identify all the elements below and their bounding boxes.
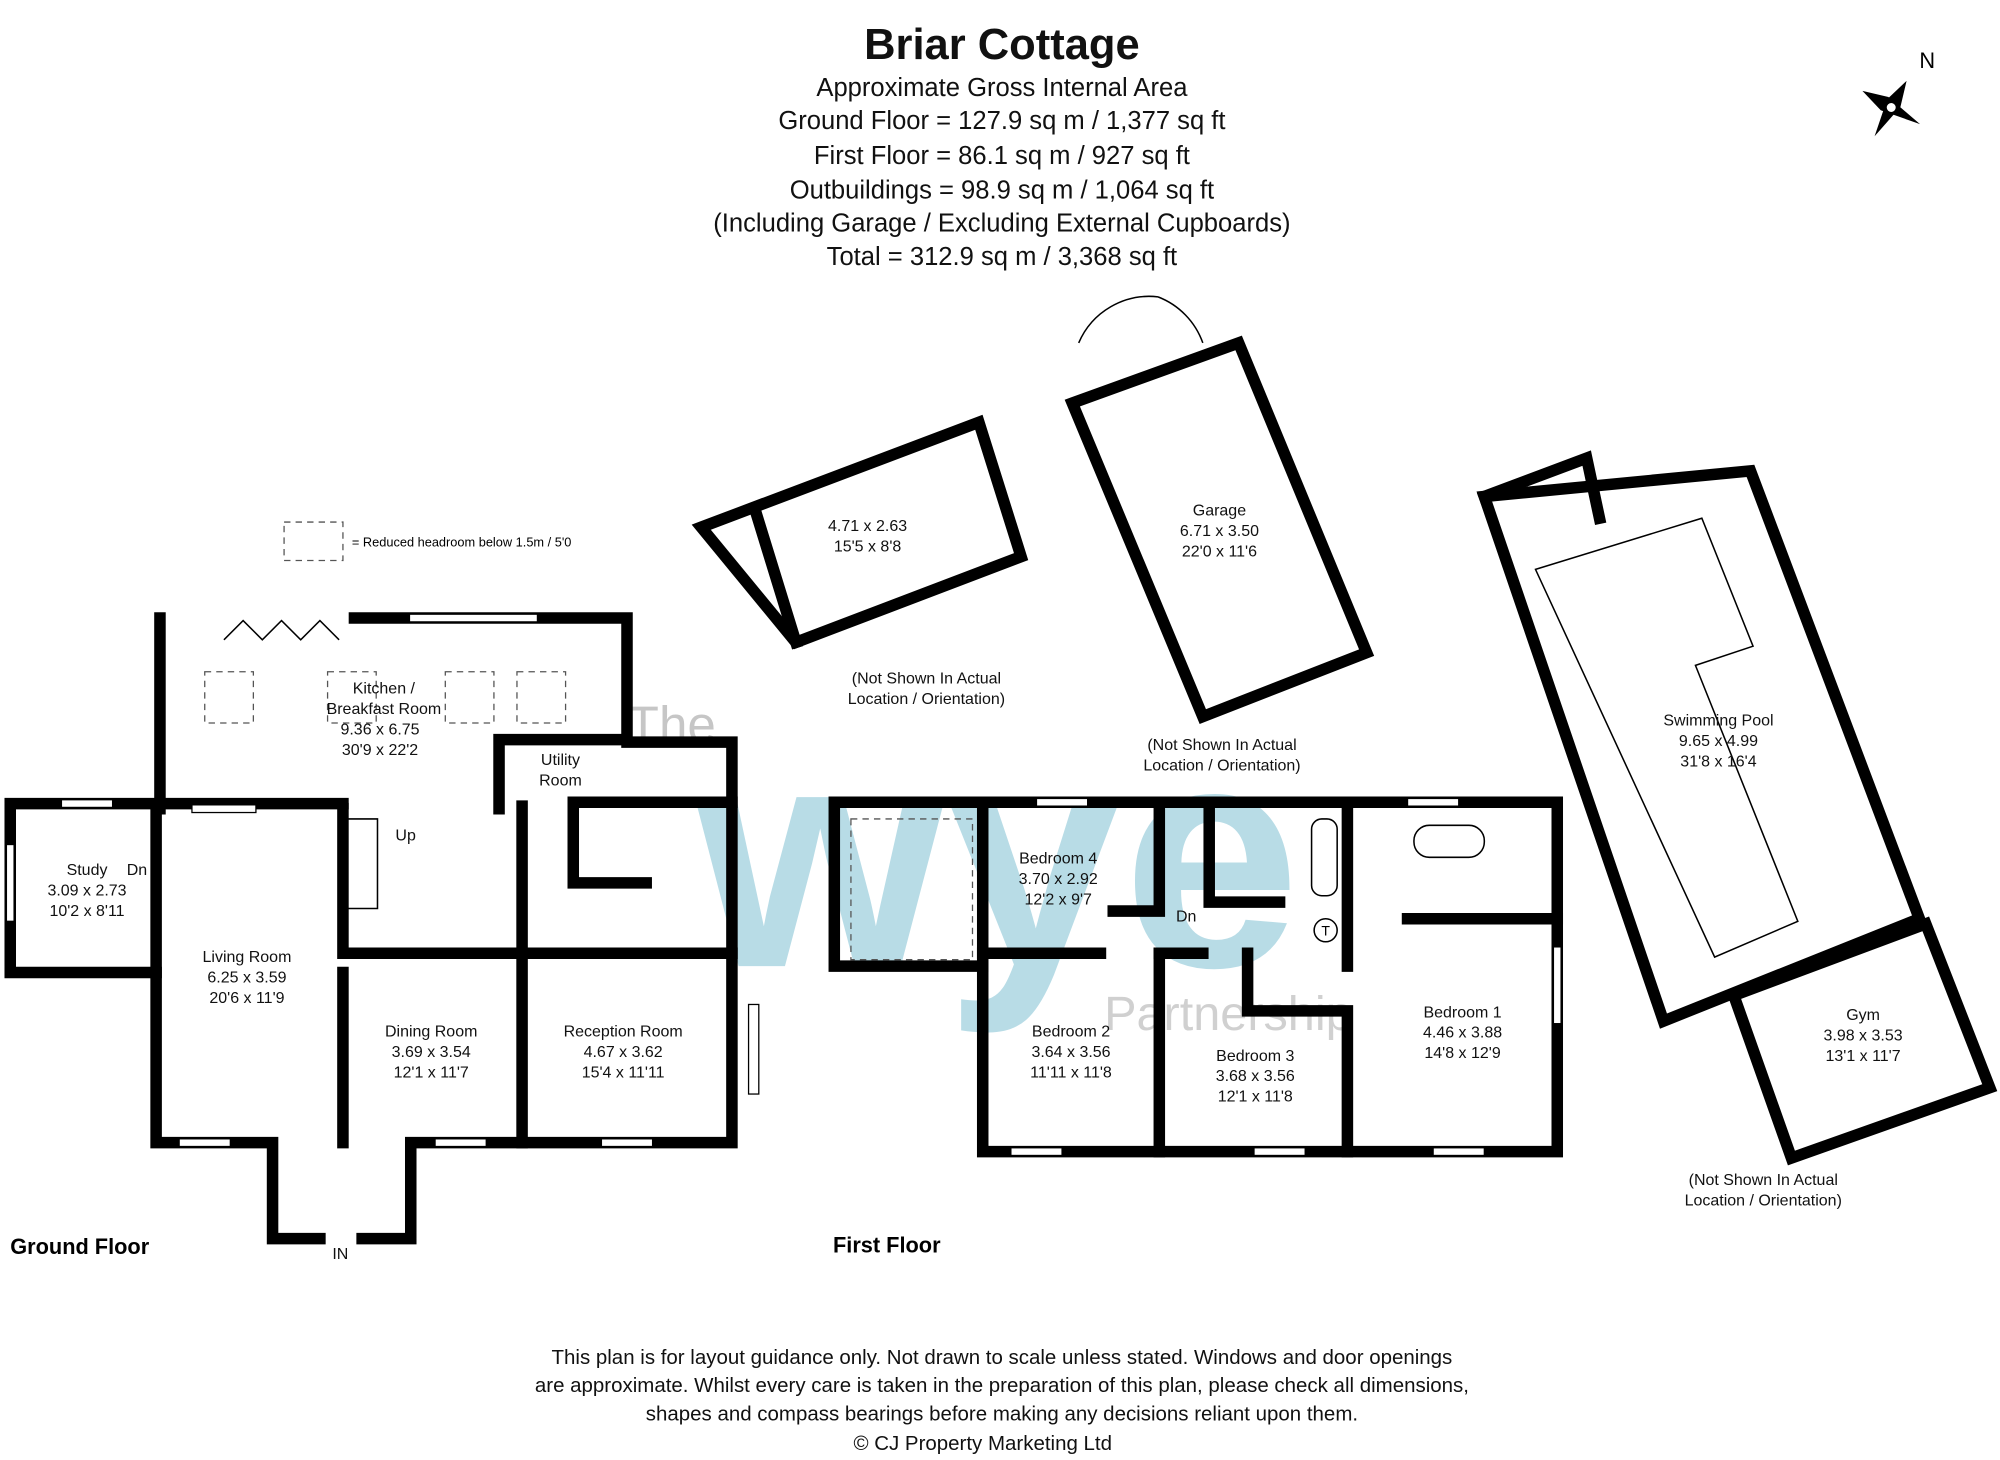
room-bedroom-3: Bedroom 3 3.68 x 3.56 12'1 x 11'8 [1216, 1048, 1295, 1106]
room-study: Study Dn 3.09 x 2.73 10'2 x 8'11 [47, 862, 147, 920]
room-imperial: 20'6 x 11'9 [209, 990, 284, 1007]
room-metric: 3.98 x 3.53 [1824, 1027, 1903, 1044]
location-note: Location / Orientation) [848, 691, 1005, 708]
page-title: Briar Cottage [864, 21, 1140, 69]
room-name: Swimming Pool [1663, 713, 1773, 730]
room-imperial: 11'11 x 11'8 [1030, 1064, 1112, 1081]
outbuilding-garage-label: Garage 6.71 x 3.50 22'0 x 11'6 (Not Show… [1143, 503, 1300, 775]
stairs-down-label: Dn [1176, 908, 1196, 925]
room-bedroom-4: Bedroom 4 3.70 x 2.92 12'2 x 9'7 [1019, 851, 1098, 909]
room-imperial: 12'1 x 11'8 [1218, 1089, 1293, 1106]
area-note: (Including Garage / Excluding External C… [713, 210, 1290, 238]
room-name: Breakfast Room [327, 701, 442, 718]
pool-outline [1534, 517, 1799, 959]
disclaimer-line: This plan is for layout guidance only. N… [552, 1346, 1453, 1369]
reduced-headroom-swatch [283, 521, 344, 562]
room-name: Dining Room [385, 1023, 477, 1040]
room-imperial: 13'1 x 11'7 [1826, 1048, 1901, 1065]
room-bedroom-1: Bedroom 1 4.46 x 3.88 14'8 x 12'9 [1423, 1004, 1502, 1062]
copyright: © CJ Property Marketing Ltd [853, 1432, 1112, 1455]
room-imperial: 14'8 x 12'9 [1424, 1045, 1500, 1062]
room-bedroom-2: Bedroom 2 3.64 x 3.56 11'11 x 11'8 [1030, 1023, 1112, 1081]
room-name: Gym [1846, 1007, 1880, 1024]
entrance-label: IN [332, 1246, 348, 1263]
room-metric: 3.70 x 2.92 [1019, 871, 1098, 888]
disclaimer-line: shapes and compass bearings before makin… [646, 1402, 1358, 1425]
outbuilding-garage [1064, 335, 1375, 724]
location-note: Location / Orientation) [1685, 1192, 1842, 1209]
ground-floor-label: Ground Floor [10, 1234, 149, 1259]
room-name: Study [67, 862, 108, 879]
room-name: Bedroom 1 [1423, 1004, 1501, 1021]
room-imperial: 31'8 x 16'4 [1680, 753, 1756, 770]
watermark-logo: The wye Partnership [628, 676, 1353, 1041]
compass-north-label: N [1919, 48, 1935, 73]
room-metric: 4.71 x 2.63 [828, 518, 907, 535]
area-total: Total = 312.9 sq m / 3,368 sq ft [827, 243, 1178, 271]
outbuilding-pool-label: Swimming Pool 9.65 x 4.99 31'8 x 16'4 [1663, 713, 1773, 771]
area-outbuildings: Outbuildings = 98.9 sq m / 1,064 sq ft [790, 176, 1214, 204]
area-first: First Floor = 86.1 sq m / 927 sq ft [814, 142, 1190, 170]
room-name: Bedroom 4 [1019, 851, 1097, 868]
room-metric: 3.69 x 3.54 [392, 1044, 471, 1061]
room-name: Living Room [203, 949, 292, 966]
room-utility: Utility Room [539, 752, 582, 789]
area-ground: Ground Floor = 127.9 sq m / 1,377 sq ft [778, 107, 1225, 135]
room-name: Reception Room [564, 1023, 683, 1040]
outbuilding-pool [1476, 464, 1927, 1029]
stairs-down-label: Dn [127, 862, 147, 879]
location-note: (Not Shown In Actual [852, 670, 1001, 687]
room-imperial: 12'1 x 11'7 [394, 1064, 469, 1081]
tank-label: T [1321, 922, 1330, 938]
room-metric: 6.71 x 3.50 [1180, 523, 1259, 540]
legend-text: = Reduced headroom below 1.5m / 5'0 [352, 534, 572, 549]
room-metric: 6.25 x 3.59 [207, 970, 286, 987]
room-metric: 4.67 x 3.62 [584, 1044, 663, 1061]
room-name: Utility [541, 752, 580, 769]
room-name: Kitchen / [353, 681, 416, 698]
watermark-wye: wye [691, 676, 1301, 1036]
room-imperial: 10'2 x 8'11 [49, 903, 124, 920]
outbuilding-summerhouse [691, 414, 1029, 650]
room-metric: 3.64 x 3.56 [1031, 1044, 1110, 1061]
area-heading: Approximate Gross Internal Area [816, 74, 1188, 102]
stairs-up-label: Up [395, 828, 416, 845]
room-name: Bedroom 3 [1216, 1048, 1294, 1065]
room-metric: 3.68 x 3.56 [1216, 1068, 1295, 1085]
ground-floor-walls [4, 612, 760, 1245]
room-name: Garage [1193, 503, 1246, 520]
room-metric: 4.46 x 3.88 [1423, 1025, 1502, 1042]
compass-rose-icon: N [1862, 48, 1935, 137]
room-metric: 3.09 x 2.73 [47, 883, 126, 900]
disclaimer-line: are approximate. Whilst every care is ta… [535, 1374, 1469, 1397]
room-dining: Dining Room 3.69 x 3.54 12'1 x 11'7 [385, 1023, 477, 1081]
room-imperial: 22'0 x 11'6 [1182, 544, 1257, 561]
location-note: (Not Shown In Actual [1689, 1172, 1838, 1189]
outbuilding-gym-label: Gym 3.98 x 3.53 13'1 x 11'7 (Not Shown I… [1685, 1007, 1903, 1210]
room-name: Room [539, 773, 582, 790]
disclaimer: This plan is for layout guidance only. N… [535, 1346, 1469, 1455]
room-reception: Reception Room 4.67 x 3.62 15'4 x 11'11 [564, 1023, 683, 1081]
first-floor-label: First Floor [833, 1233, 941, 1258]
room-metric: 9.65 x 4.99 [1679, 733, 1758, 750]
room-imperial: 12'2 x 9'7 [1025, 892, 1093, 909]
room-metric: 9.36 x 6.75 [340, 721, 419, 738]
outbuilding-gym [1726, 916, 1998, 1166]
room-imperial: 30'9 x 22'2 [342, 742, 418, 759]
outbuilding-summerhouse-label: 4.71 x 2.63 15'5 x 8'8 (Not Shown In Act… [828, 518, 1005, 708]
room-imperial: 15'4 x 11'11 [582, 1064, 665, 1081]
room-name: Bedroom 2 [1032, 1023, 1110, 1040]
room-kitchen: Kitchen / Breakfast Room 9.36 x 6.75 30'… [327, 681, 442, 759]
first-floor-walls: T [828, 796, 1564, 1158]
location-note: Location / Orientation) [1143, 757, 1300, 774]
room-living: Living Room 6.25 x 3.59 20'6 x 11'9 [203, 949, 292, 1007]
room-imperial: 15'5 x 8'8 [834, 538, 902, 555]
outbuildings [691, 295, 1998, 1166]
location-note: (Not Shown In Actual [1147, 737, 1296, 754]
